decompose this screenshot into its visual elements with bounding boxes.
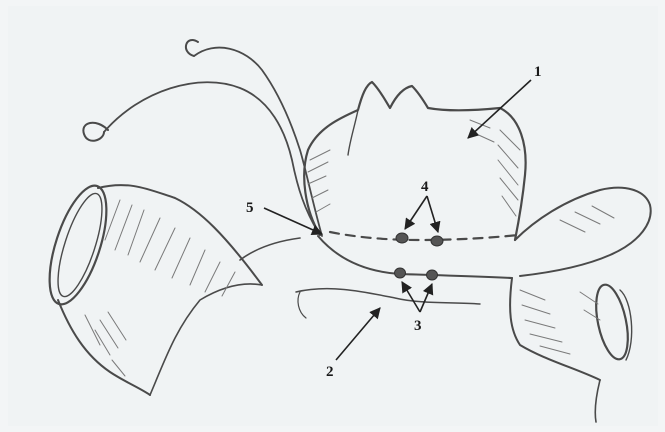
label-5: 5 [246, 200, 254, 216]
label-3: 3 [414, 318, 422, 334]
label-1: 1 [534, 64, 542, 80]
label-4: 4 [421, 179, 429, 195]
label-2: 2 [326, 364, 334, 380]
